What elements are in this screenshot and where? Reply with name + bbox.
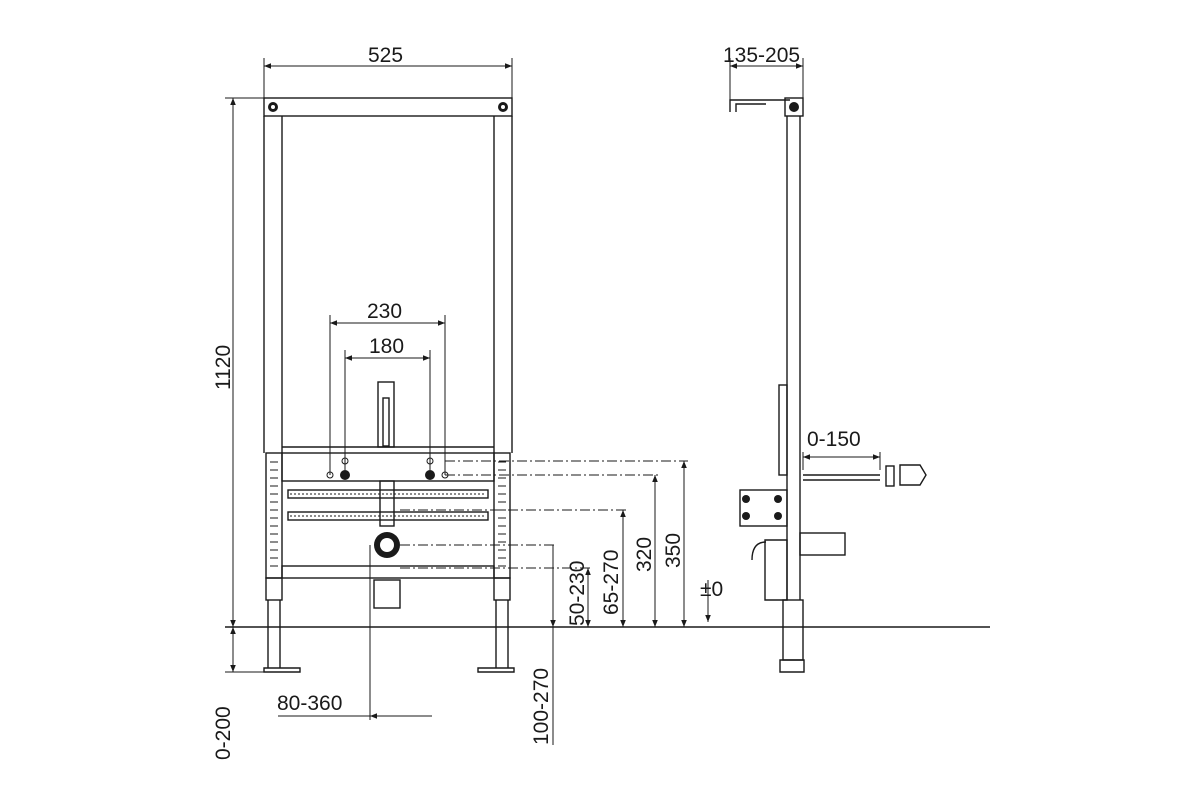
dim-level-b: 65-270 <box>600 550 623 615</box>
dim-level-d: 350 <box>662 533 685 568</box>
dim-drain-offset: 80-360 <box>277 692 342 715</box>
dim-height-frame: 1120 <box>212 345 235 390</box>
dim-spacing-outer: 230 <box>367 300 402 323</box>
dim-depth-range: 135-205 <box>723 44 800 67</box>
front-view-frame <box>263 97 515 673</box>
dim-spacing-inner: 180 <box>369 335 404 358</box>
dim-floor-zero: ±0 <box>700 578 723 601</box>
dim-connector-range: 0-150 <box>807 428 861 451</box>
dim-drain-height: 100-270 <box>530 668 553 745</box>
dim-width-frame: 525 <box>368 44 403 67</box>
dim-level-a: 50-230 <box>566 561 589 626</box>
side-view-frame <box>729 97 927 673</box>
dim-level-c: 320 <box>633 537 656 572</box>
dim-leg-extension: 0-200 <box>212 706 235 760</box>
